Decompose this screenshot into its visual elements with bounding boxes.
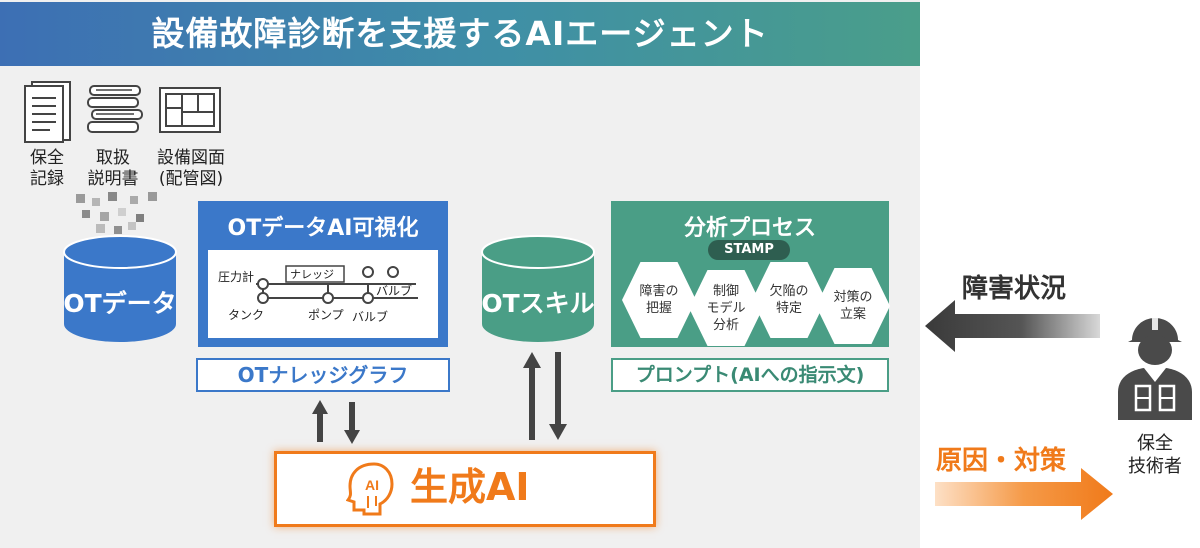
worker-icon <box>1118 318 1192 420</box>
document-icon <box>24 81 71 143</box>
graph-label-pump: ポンプ <box>308 308 344 322</box>
knowledge-graph-diagram <box>256 265 418 304</box>
diagram-title: 設備故障診断を支援するAIエージェント <box>151 14 769 53</box>
manual-icon <box>87 85 143 133</box>
ai-head-icon: AI <box>346 462 394 516</box>
visualization-title: OTデータAI可視化 <box>227 216 419 241</box>
ot-skill-label: OTスキル <box>481 289 595 318</box>
analysis-process-title: 分析プロセス <box>683 216 816 241</box>
doc-label-maintenance: 保全記録 <box>30 148 64 189</box>
graph-label-knowledge: ナレッジ <box>290 268 334 281</box>
knowledge-graph-canvas <box>208 250 438 338</box>
ot-skill-cylinder <box>481 235 595 342</box>
knowledge-ai-arrows <box>312 400 360 444</box>
ot-data-cylinder <box>63 235 177 342</box>
data-pixels-decoration <box>76 192 157 261</box>
graph-label-valve-upper: バルブ <box>376 284 413 298</box>
cause-output-arrow <box>935 468 1113 520</box>
prompt-label: プロンプト(AIへの指示文) <box>611 358 889 392</box>
failure-situation-label: 障害状況 <box>962 274 1067 304</box>
generative-ai-label: 生成AI <box>410 465 530 509</box>
cause-countermeasure-label: 原因・対策 <box>936 446 1067 476</box>
failure-input-arrow <box>925 300 1100 352</box>
knowledge-graph-label: OTナレッジグラフ <box>196 358 450 392</box>
ai-icon-text: AI <box>365 477 379 493</box>
blueprint-icon <box>159 87 221 133</box>
maintenance-engineer-label: 保全技術者 <box>1128 433 1182 477</box>
title-bar <box>0 2 920 66</box>
skill-ai-arrows <box>523 352 567 440</box>
graph-label-pressure-gauge: 圧力計 <box>218 270 255 284</box>
generative-ai-box <box>274 451 656 527</box>
graph-label-tank: タンク <box>228 308 265 322</box>
stamp-badge: STAMP <box>708 240 790 260</box>
doc-label-manual: 取扱説明書 <box>87 148 139 189</box>
graph-label-valve-lower: バルブ <box>352 310 389 324</box>
doc-label-drawing: 設備図面(配管図) <box>157 148 225 189</box>
ot-data-label: OTデータ <box>63 289 177 318</box>
